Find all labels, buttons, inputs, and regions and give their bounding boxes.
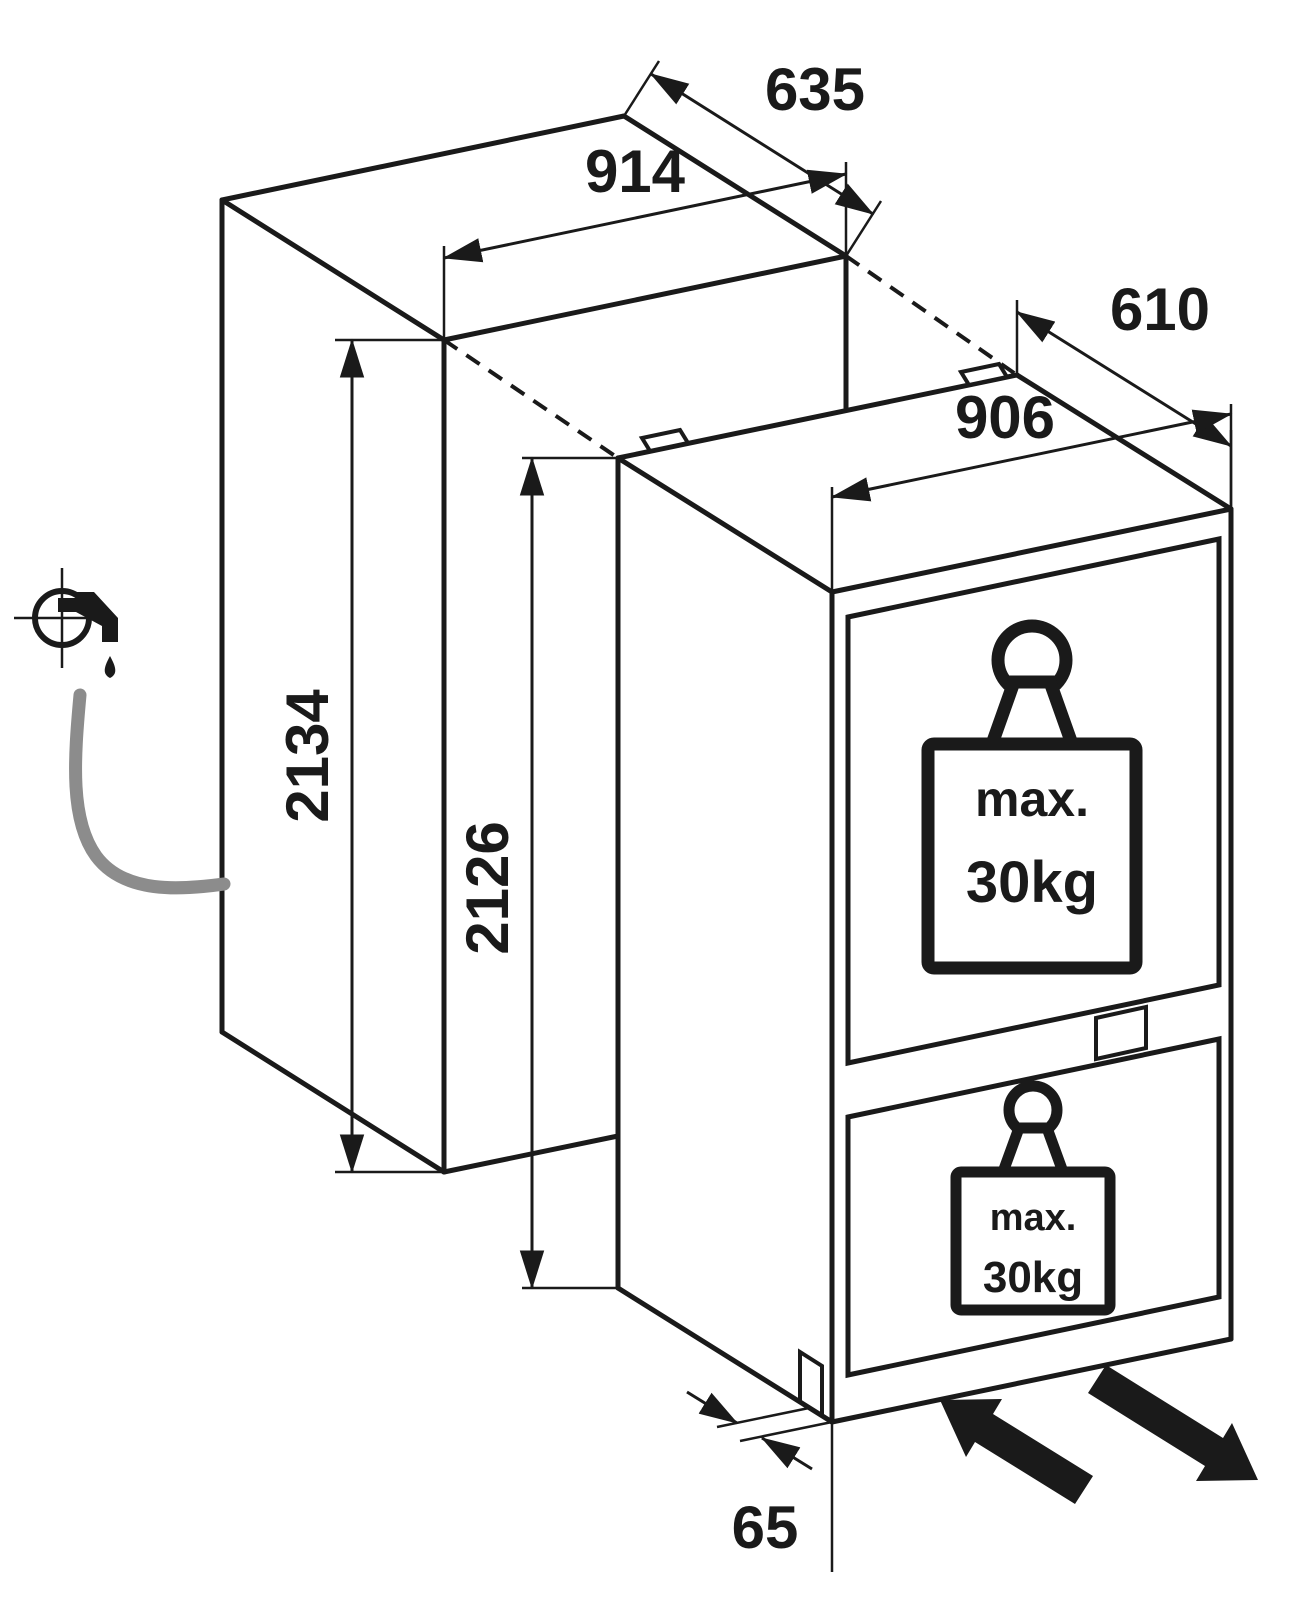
upper-weight-label-max: max.	[975, 771, 1089, 827]
weight-neck-icon	[982, 675, 1082, 751]
weight-icon-upper: max. 30kg	[921, 619, 1143, 975]
water-connection	[14, 568, 231, 895]
water-drop-icon	[104, 656, 116, 678]
niche-width-value: 914	[585, 138, 686, 205]
lower-door-panel	[845, 1035, 1222, 1379]
upper-weight-label-30kg: 30kg	[966, 850, 1098, 915]
slide-out-arrow-icon	[1088, 1365, 1258, 1481]
plinth-recess-value: 65	[732, 1494, 799, 1561]
slide-in-arrow-icon	[940, 1399, 1093, 1504]
upper-door-panel	[845, 535, 1222, 1067]
appliance-width-value: 906	[955, 384, 1055, 451]
weight-neck-icon	[995, 1122, 1071, 1178]
appliance-depth-value: 610	[1110, 276, 1210, 343]
projection-lines	[442, 254, 1019, 460]
dimension-plinth-recess: 65	[686, 1390, 834, 1572]
fixing-bracket-right	[957, 361, 1011, 388]
niche-height-value: 2134	[274, 689, 341, 823]
lower-weight-label-30kg: 30kg	[983, 1253, 1083, 1302]
dimension-niche-height: 2134	[274, 338, 444, 1174]
lower-weight-label-max: max.	[990, 1197, 1077, 1239]
plinth-step	[798, 1348, 824, 1418]
tap-icon	[58, 592, 118, 642]
weight-icon-lower: max. 30kg	[950, 1080, 1116, 1316]
door-grip-recess	[1094, 1004, 1148, 1062]
dimension-niche-depth: 635	[622, 56, 883, 257]
appliance-outline	[615, 361, 1234, 1425]
water-hose	[69, 688, 231, 895]
dimension-appliance-width: 906	[830, 384, 1233, 592]
slide-direction-arrows	[940, 1365, 1258, 1504]
niche-depth-value: 635	[765, 56, 865, 123]
fixing-bracket-left	[638, 427, 692, 454]
weight-body-icon	[921, 737, 1143, 975]
dimension-niche-width: 914	[442, 138, 848, 340]
appliance-height-value: 2126	[454, 821, 521, 954]
dimension-appliance-height: 2126	[454, 456, 618, 1290]
weight-body-icon	[950, 1166, 1116, 1316]
